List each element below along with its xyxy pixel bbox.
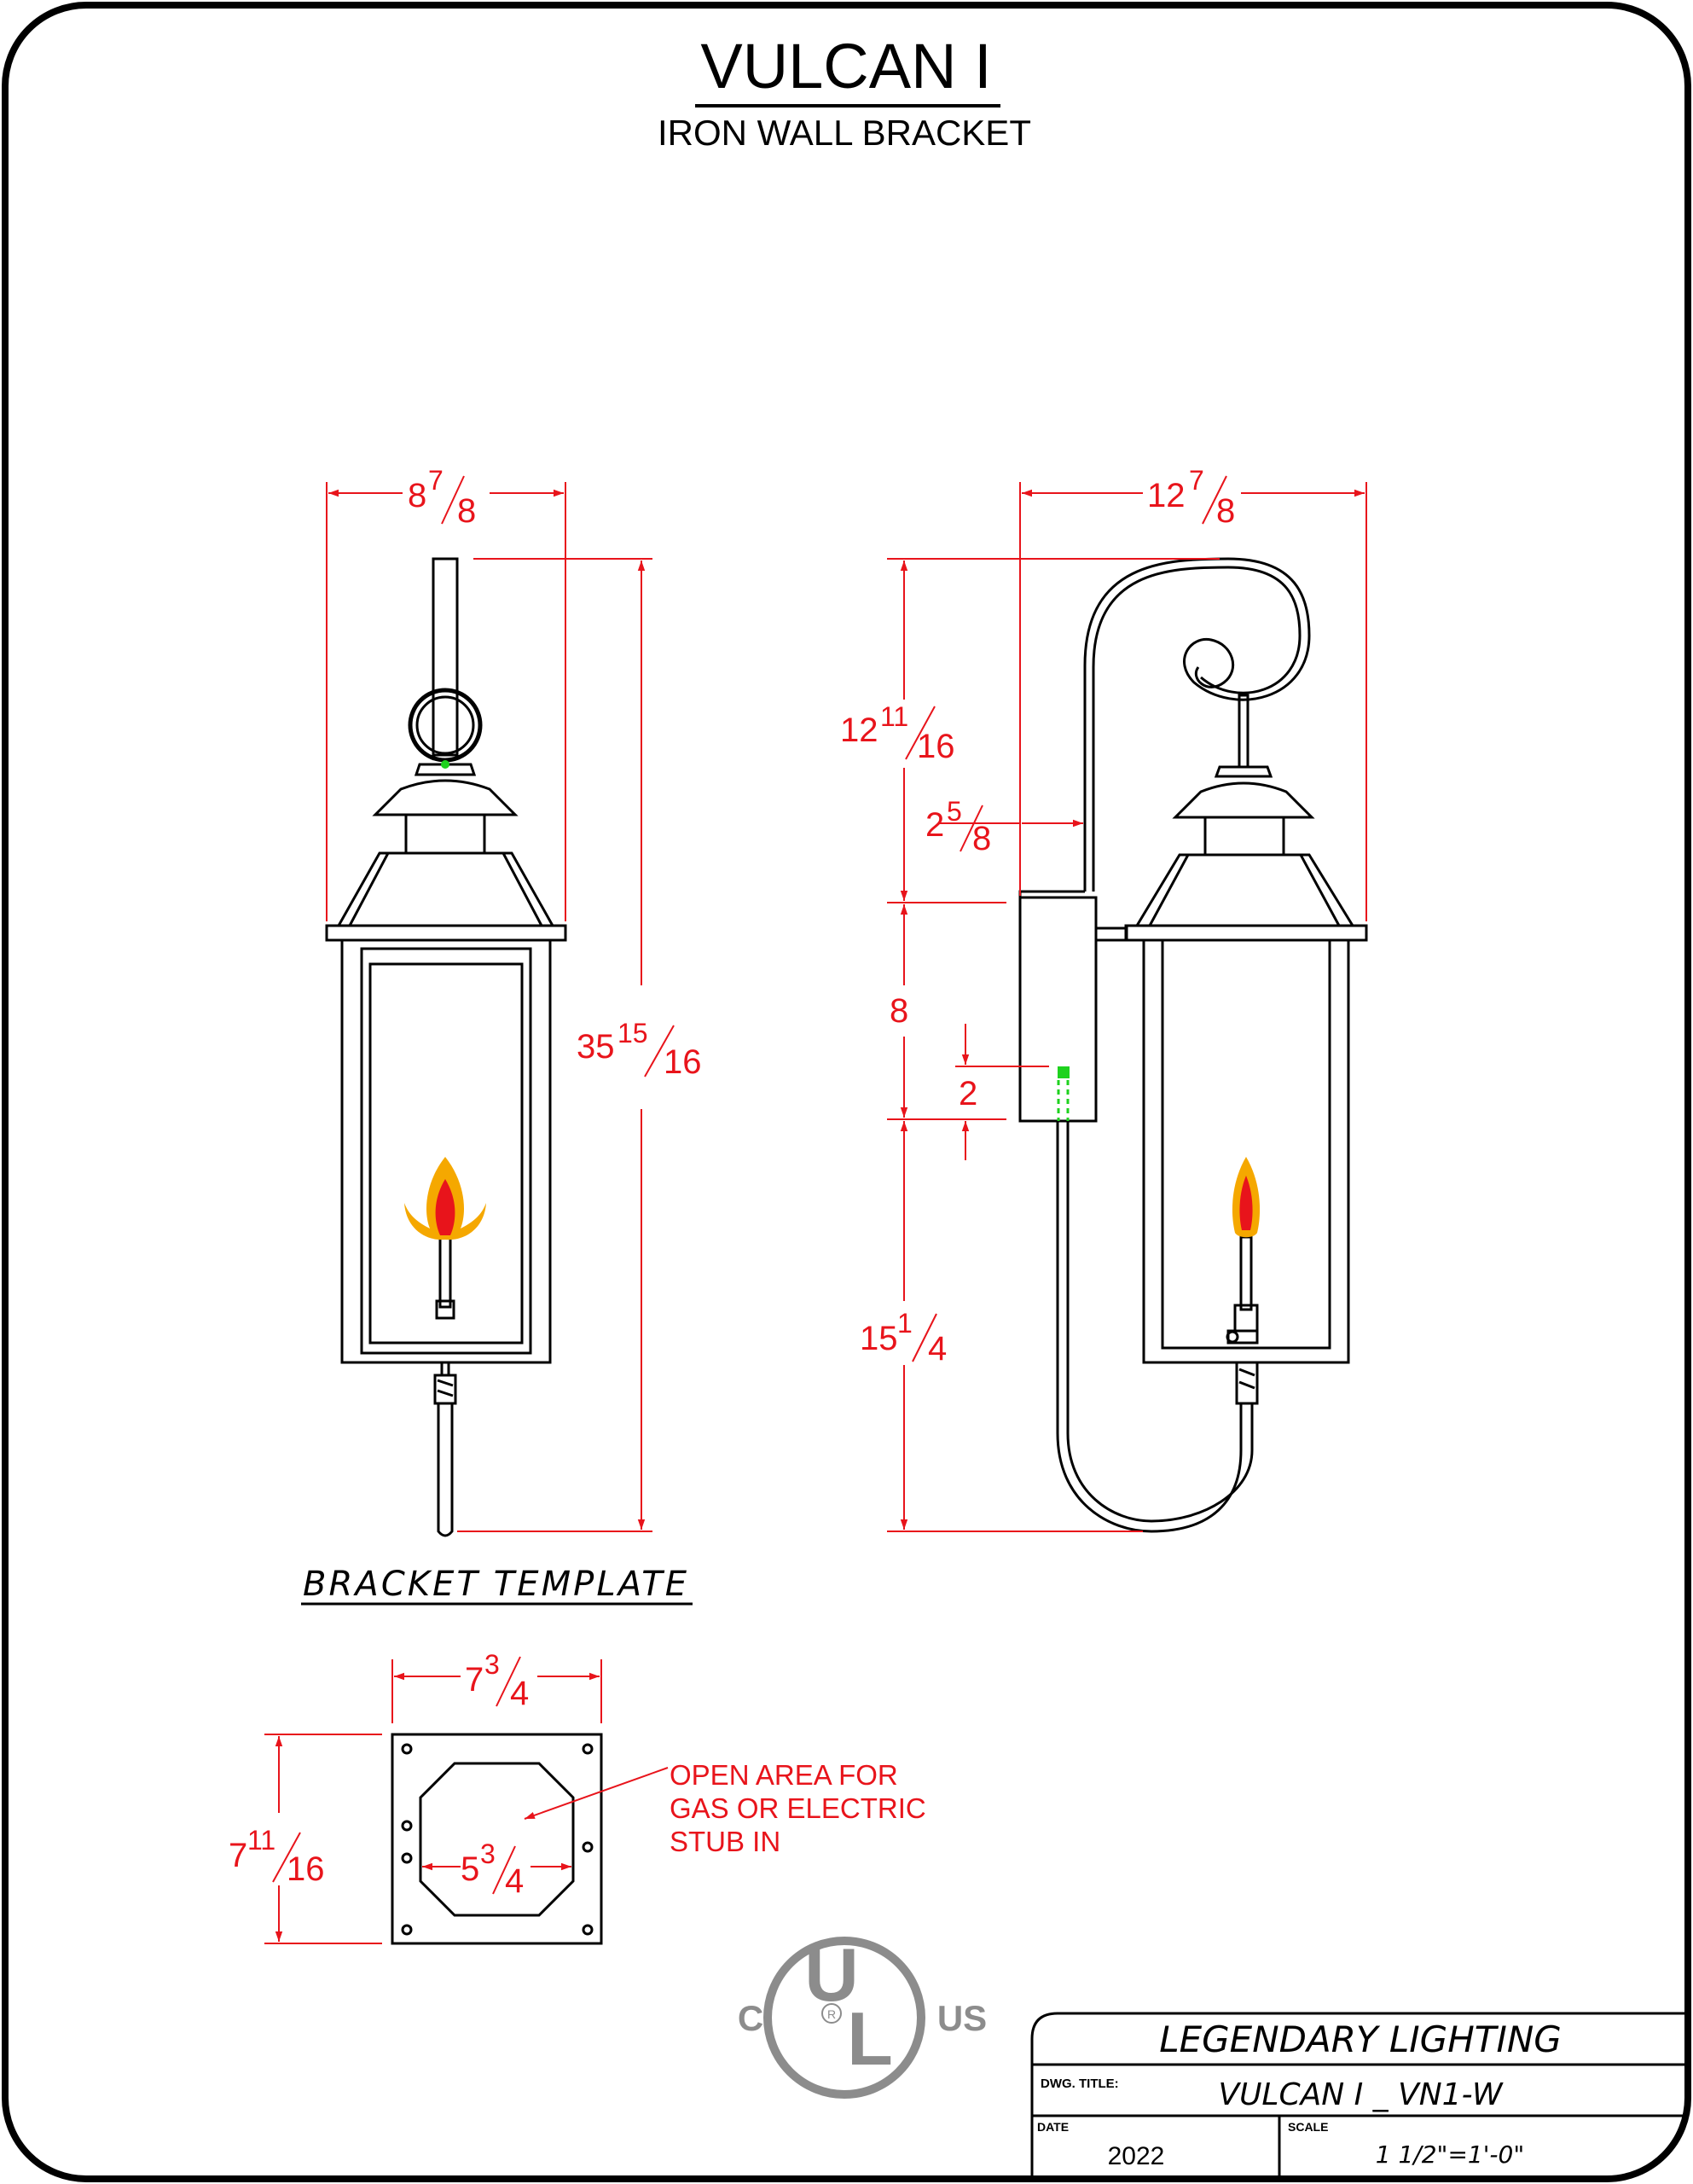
svg-text:8: 8 xyxy=(408,477,426,514)
title-block: LEGENDARY LIGHTING DWG. TITLE: VULCAN I … xyxy=(1030,2012,1688,2179)
svg-text:C: C xyxy=(738,1998,763,2038)
page-subtitle: IRON WALL BRACKET xyxy=(658,113,1031,153)
svg-text:8: 8 xyxy=(457,492,476,530)
page-title: VULCAN I xyxy=(700,31,991,102)
side-height-dimensions: 12 11 16 8 15 1 4 xyxy=(840,558,1220,1532)
front-height-dimension: 35 15 16 xyxy=(457,558,702,1532)
svg-text:GAS OR ELECTRIC: GAS OR ELECTRIC xyxy=(670,1792,926,1824)
svg-text:15: 15 xyxy=(617,1018,648,1048)
svg-text:12: 12 xyxy=(1147,477,1186,514)
offset-dimension: 2 5 8 xyxy=(925,796,1083,857)
svg-text:OPEN AREA FOR: OPEN AREA FOR xyxy=(670,1759,898,1791)
svg-text:4: 4 xyxy=(928,1330,947,1368)
template-height-dimension: 7 11 16 xyxy=(229,1734,382,1944)
stub-offset-dimension: 2 xyxy=(955,1024,1049,1160)
scale-label: SCALE xyxy=(1288,2120,1328,2134)
svg-text:4: 4 xyxy=(505,1862,524,1900)
svg-text:3: 3 xyxy=(480,1838,496,1869)
svg-text:16: 16 xyxy=(917,728,955,765)
scale-value: 1 1/2"=1'-0" xyxy=(1376,2140,1524,2169)
flame-front xyxy=(404,1157,486,1240)
valve-marker-front xyxy=(441,760,449,769)
svg-text:5: 5 xyxy=(947,796,962,827)
front-width-dimension: 8 7 8 xyxy=(326,465,566,921)
date-label: DATE xyxy=(1037,2120,1069,2134)
dwg-title-label: DWG. TITLE: xyxy=(1041,2077,1119,2091)
mounting-holes xyxy=(401,1743,594,1936)
svg-text:35: 35 xyxy=(577,1028,615,1066)
svg-text:8: 8 xyxy=(972,820,991,857)
dwg-title-value: VULCAN I _ VN1-W xyxy=(1218,2077,1503,2112)
svg-text:7: 7 xyxy=(229,1837,247,1874)
svg-text:7: 7 xyxy=(1189,465,1204,496)
svg-text:7: 7 xyxy=(428,465,444,496)
side-depth-dimension: 12 7 8 xyxy=(1019,465,1367,921)
svg-text:U: U xyxy=(804,1932,859,2017)
bracket-template-label: BRACKET TEMPLATE xyxy=(303,1565,687,1604)
flame-side xyxy=(1232,1157,1261,1238)
gas-valve-marker-side xyxy=(1057,1066,1070,1121)
svg-text:US: US xyxy=(937,1998,987,2038)
side-view-lantern xyxy=(1018,557,1368,1533)
svg-text:3: 3 xyxy=(484,1649,500,1680)
svg-text:16: 16 xyxy=(287,1850,325,1888)
svg-text:8: 8 xyxy=(890,992,908,1030)
svg-text:1: 1 xyxy=(897,1308,913,1339)
svg-text:8: 8 xyxy=(1216,492,1235,530)
svg-text:2: 2 xyxy=(925,806,944,844)
opening-note: OPEN AREA FOR GAS OR ELECTRIC STUB IN xyxy=(524,1759,926,1857)
svg-text:7: 7 xyxy=(465,1661,484,1699)
svg-text:5: 5 xyxy=(461,1850,479,1888)
front-view-lantern xyxy=(325,557,567,1537)
svg-text:11: 11 xyxy=(880,701,908,732)
template-width-dimension: 7 3 4 xyxy=(391,1649,602,1723)
svg-text:4: 4 xyxy=(510,1675,529,1712)
svg-text:L: L xyxy=(847,1996,893,2081)
svg-text:2: 2 xyxy=(959,1075,977,1112)
svg-text:15: 15 xyxy=(860,1320,898,1357)
svg-text:11: 11 xyxy=(247,1825,275,1856)
svg-text:R: R xyxy=(827,2007,836,2021)
template-opening-dimension: 5 3 4 xyxy=(422,1838,571,1900)
svg-text:STUB IN: STUB IN xyxy=(670,1826,780,1857)
svg-text:16: 16 xyxy=(664,1043,702,1081)
company-name: LEGENDARY LIGHTING xyxy=(1159,2018,1562,2060)
ul-listed-logo: C US U L R xyxy=(738,1932,987,2099)
date-value: 2022 xyxy=(1108,2142,1165,2170)
svg-text:12: 12 xyxy=(840,712,878,749)
bracket-template-plate xyxy=(391,1733,603,1945)
